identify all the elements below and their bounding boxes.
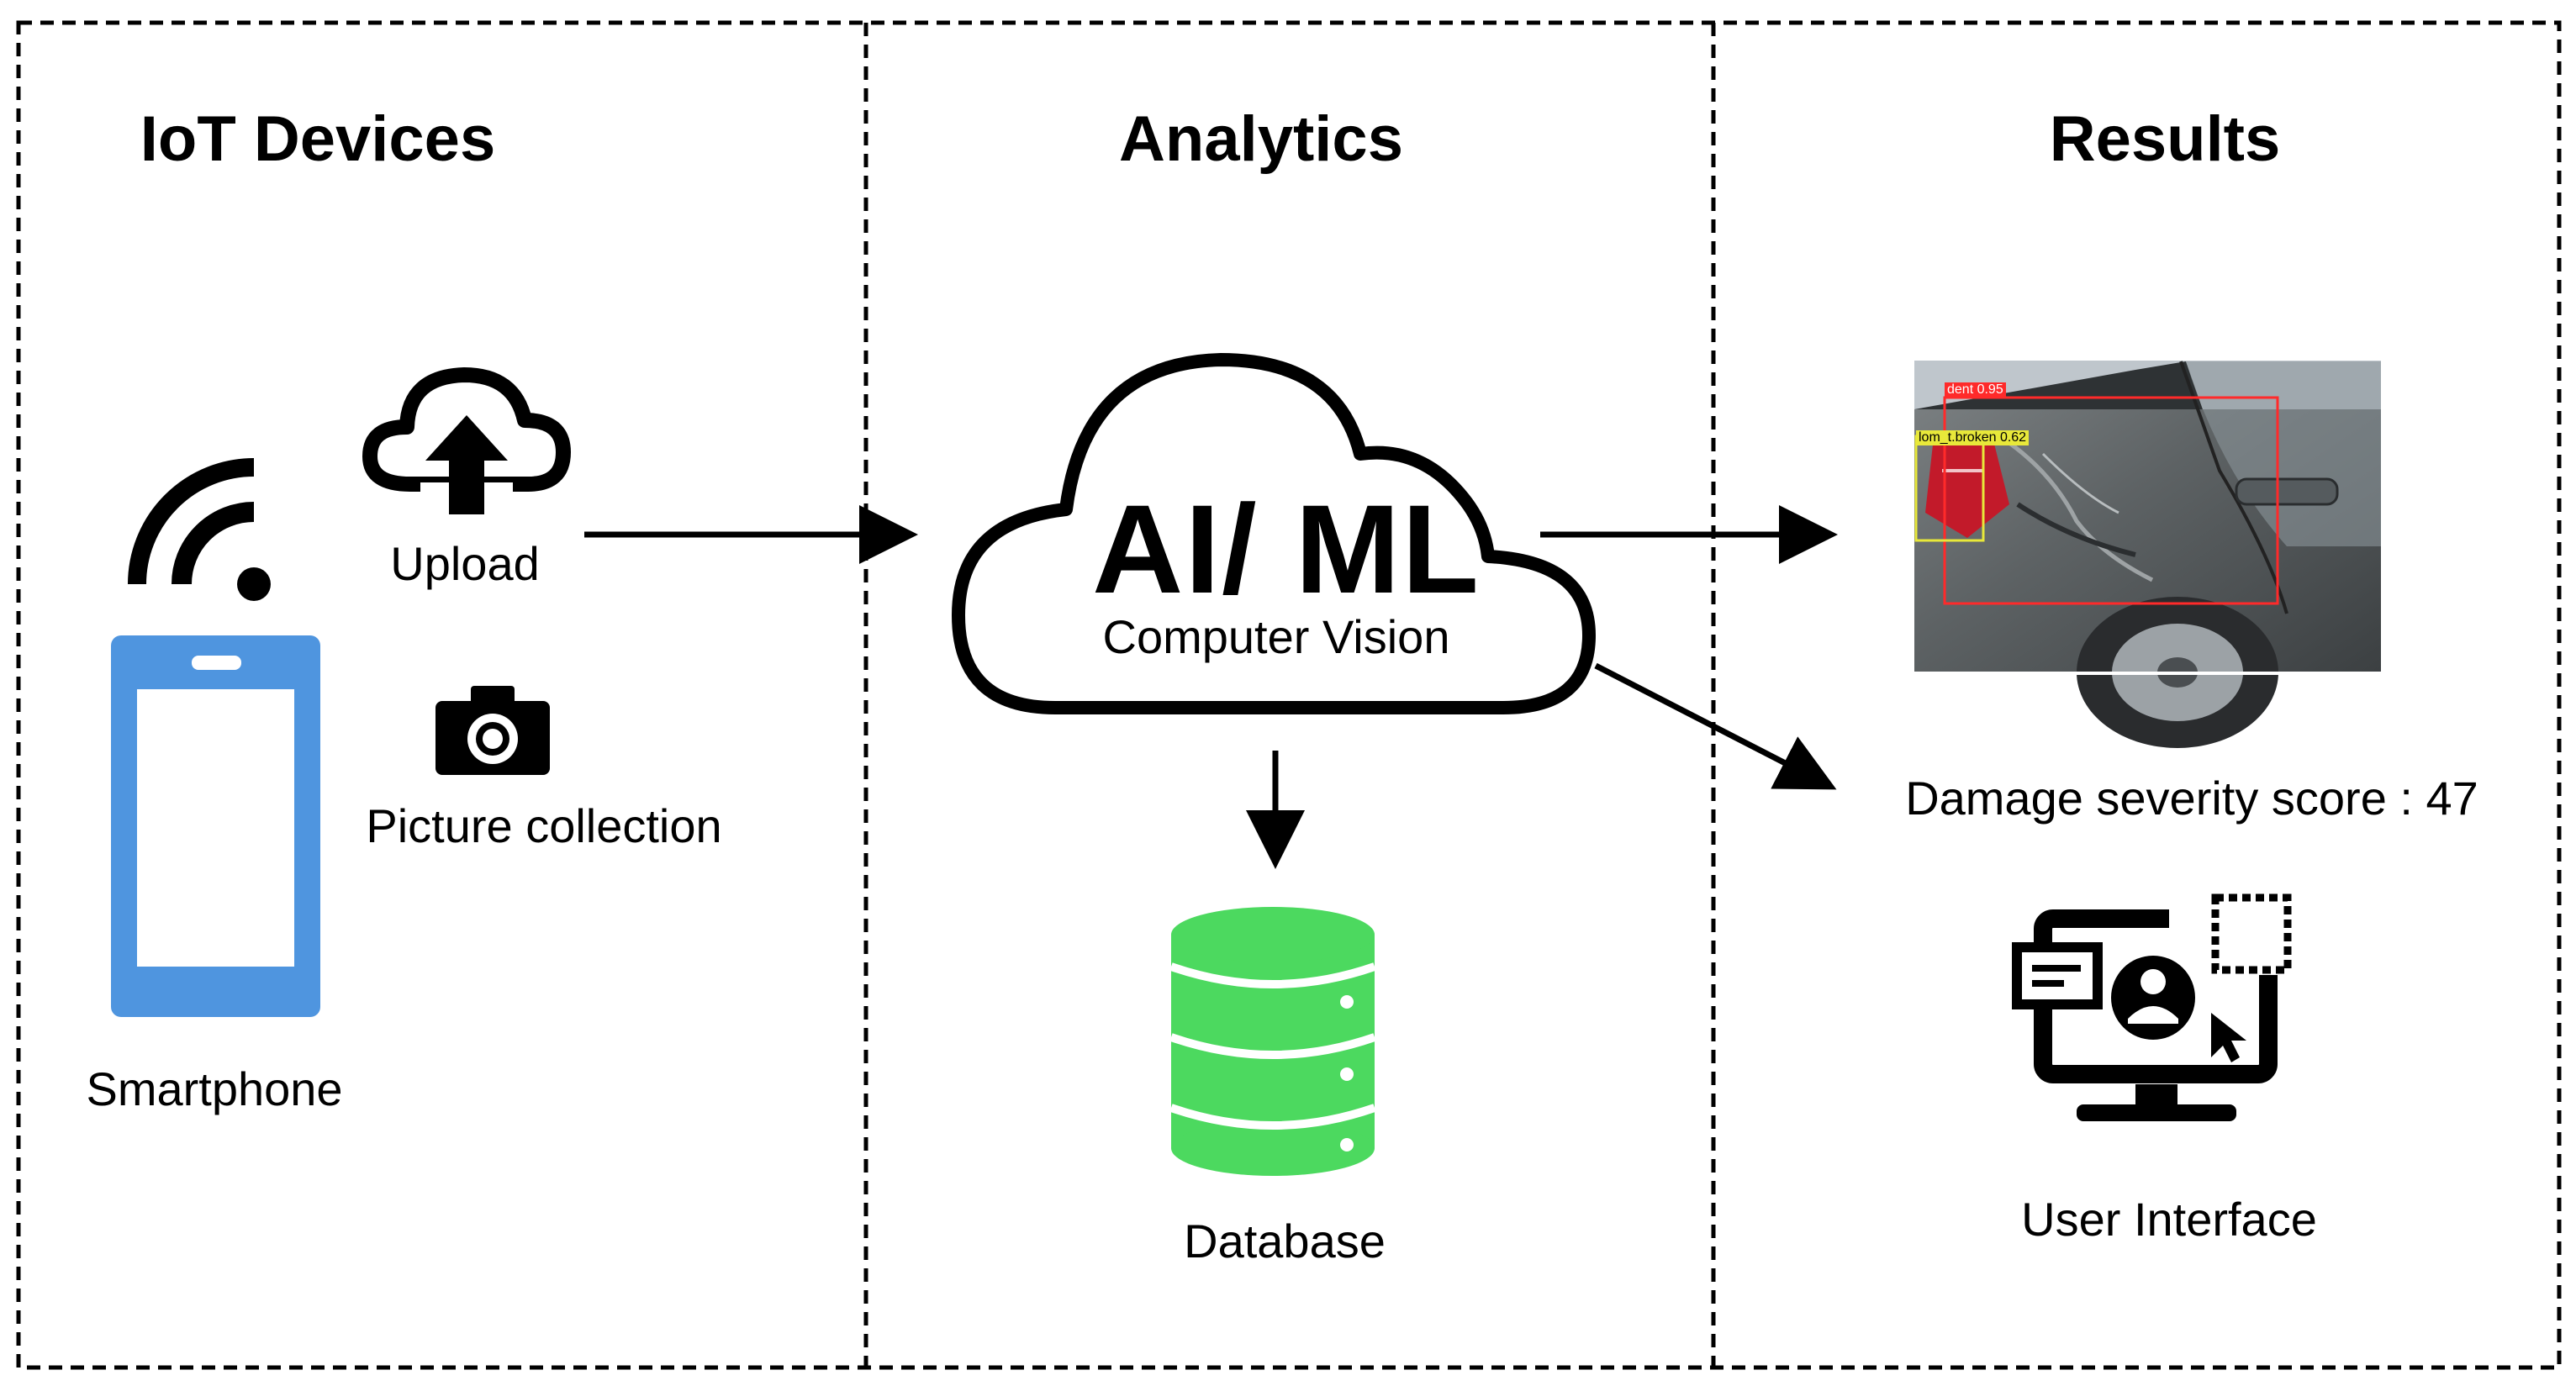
wifi-icon [128, 458, 271, 601]
smartphone-label: Smartphone [86, 1062, 343, 1115]
ai-ml-title: AI/ ML [1092, 478, 1481, 619]
detection-label-lamp: lom_t.broken 0.62 [1916, 430, 2030, 445]
ai-ml-cloud [952, 353, 1596, 714]
section-title-iot-devices: IoT Devices [140, 103, 496, 175]
database-icon [1169, 907, 1376, 1176]
outer-border [16, 20, 2562, 1370]
database-label: Database [1184, 1215, 1386, 1267]
damage-severity-score: Damage severity score : 47 [1905, 772, 2478, 825]
computer-vision-label: Computer Vision [1102, 610, 1450, 663]
arrow-cloud-to-score [1594, 662, 1837, 790]
smartphone-icon [111, 635, 320, 1017]
picture-collection-label: Picture collection [366, 799, 722, 852]
upload-label: Upload [390, 537, 540, 590]
user-interface-label: User Interface [2021, 1193, 2317, 1246]
detection-box-dent [1943, 396, 2279, 605]
cloud-upload-icon [362, 367, 571, 514]
section-title-results: Results [2049, 103, 2281, 175]
camera-icon [435, 686, 550, 775]
car-damage-image [1914, 361, 2381, 748]
detection-label-dent: dent 0.95 [1945, 382, 2006, 398]
section-title-analytics: Analytics [1119, 103, 1403, 175]
user-interface-icon [2012, 891, 2295, 1121]
